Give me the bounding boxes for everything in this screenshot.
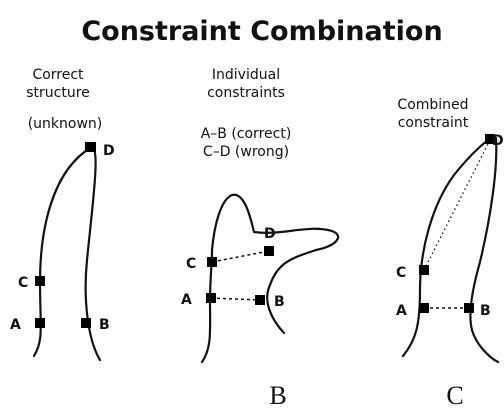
panel3-label-a: A [396,303,407,319]
panel2-subtitle-line1: A–B (correct) [201,126,292,142]
panel1-node-d [85,142,96,152]
panel2-node-a [206,293,216,303]
panel1-structure-curve [34,147,100,360]
panel2-subtitle-line2: C–D (wrong) [203,144,289,160]
panel3-node-a [419,303,429,313]
panel2-node-d [264,246,274,256]
panel1-heading-line2: structure [26,85,90,101]
panel-letter-b: B [269,381,286,410]
panel1-node-c [35,276,45,286]
panel2-heading-line2: constraints [207,85,285,101]
panel1-node-b [81,318,91,328]
panel2-label-c: C [186,256,196,272]
panel2-label-d: D [264,226,276,242]
panel-letter-c: C [446,381,463,410]
panel2-label-b: B [274,294,285,310]
panel-individual-constraints: Individual constraints A–B (correct) C–D… [181,67,338,410]
panel1-label-c: C [18,275,28,291]
panel1-subtitle: (unknown) [28,116,103,132]
panel3-structure-curve [403,138,498,362]
panel1-node-a [35,318,45,328]
panel3-node-b [464,303,474,313]
panel2-heading-line1: Individual [212,67,280,83]
panel1-label-b: B [99,317,110,333]
panel3-label-c: C [396,265,406,281]
panel3-heading-line2: constraint [398,115,469,131]
panel2-node-c [207,257,217,267]
panel3-label-b: B [480,303,491,319]
panel3-label-d: D [492,133,504,149]
panel1-label-a: A [10,317,21,333]
panel2-node-b [255,295,265,305]
panel-correct-structure: Correct structure (unknown) C A B D [10,67,115,360]
panel2-constraint-a-b [211,298,259,300]
panel3-heading-line1: Combined [397,97,468,113]
panel3-node-c [419,265,429,275]
panel1-label-d: D [103,143,115,159]
panel2-structure-curve [202,195,338,362]
panel2-label-a: A [181,292,192,308]
panel1-heading-line1: Correct [32,67,84,83]
diagram-title: Constraint Combination [81,16,442,47]
panel2-constraint-c-d [212,251,269,262]
panel-combined-constraint: Combined constraint C A B D C [396,97,504,410]
panel3-constraint-c-d [424,140,490,270]
